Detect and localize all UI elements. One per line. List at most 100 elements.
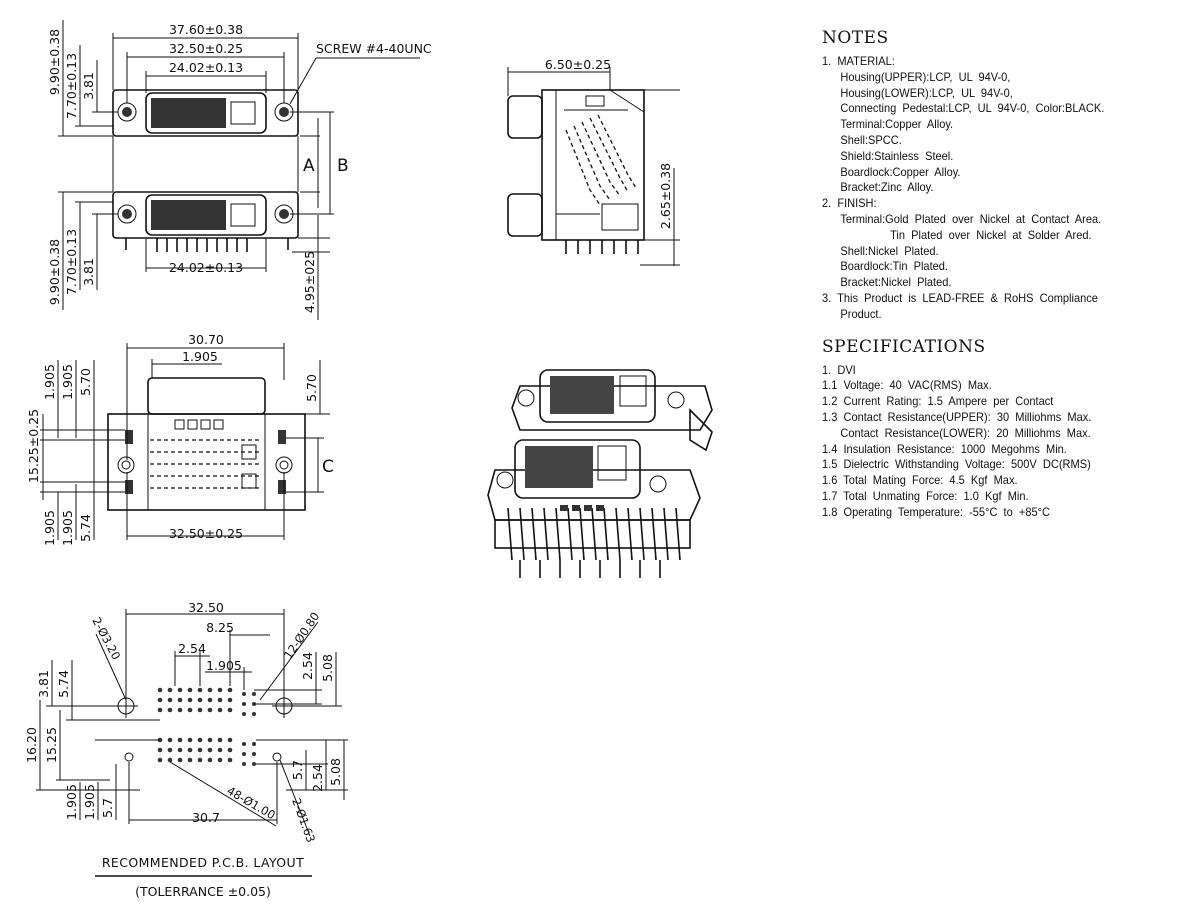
dim-bottom-3-81: 3.81 — [81, 258, 96, 286]
terminal-legs — [125, 238, 289, 252]
notes-line: Boardlock:Copper Alloy. — [840, 164, 961, 179]
dim-front-bottom-2: 1.905 — [60, 510, 75, 546]
dim-pcb-right-5-08-bot: 5.08 — [328, 758, 343, 786]
dim-right-4-95: 4.95±025 — [302, 251, 317, 313]
dim-pcb-right-2-54-top: 2.54 — [300, 652, 315, 680]
front-body — [107, 413, 306, 511]
pcb-tolerance: (TOLERRANCE ±0.05) — [135, 884, 271, 899]
front-right-boardlock — [275, 456, 293, 474]
dim-front-top: 30.70 — [188, 332, 224, 347]
dim-side-height: 2.65±0.38 — [658, 163, 673, 229]
notes-line: Connecting Pedestal:LCP, UL 94V-0, Color… — [840, 101, 1105, 116]
lower-pin-field — [151, 200, 226, 230]
dim-front-right: 5.70 — [304, 374, 319, 402]
dim-front-left-3: 5.70 — [78, 368, 93, 396]
notes-line: Shield:Stainless Steel. — [840, 148, 954, 163]
dim-side-width: 6.50±0.25 — [545, 57, 611, 72]
dim-total-width: 37.60±0.38 — [169, 22, 243, 37]
specs-line: Contact Resistance(LOWER): 20 Milliohms … — [840, 425, 1091, 440]
label-a: A — [303, 156, 315, 176]
upper-d-shell — [145, 92, 267, 134]
dim-front-bottom-width: 32.50±0.25 — [169, 526, 243, 541]
label-c: C — [322, 457, 334, 477]
specs-line: 1.7 Total Unmating Force: 1.0 Kgf Min. — [822, 488, 1029, 503]
lower-plug-profile — [507, 193, 543, 237]
notes-line: Tin Plated over Nickel at Solder Ared. — [890, 227, 1092, 242]
notes-line: Bracket:Zinc Alloy. — [840, 180, 934, 195]
notes-line: Boardlock:Tin Plated. — [840, 259, 948, 274]
dim-pcb-8-25: 8.25 — [206, 620, 234, 635]
specs-line: 1.3 Contact Resistance(UPPER): 30 Millio… — [822, 409, 1092, 424]
specs-line: 1.1 Voltage: 40 VAC(RMS) Max. — [822, 378, 992, 393]
dim-pcb-right-5-08-top: 5.08 — [320, 654, 335, 682]
dim-pcb-right-5-7: 5.7 — [290, 760, 305, 780]
dim-front-bottom-3: 5.74 — [78, 514, 93, 542]
dim-bottom-9-90: 9.90±0.38 — [47, 239, 62, 305]
notes-line: 3. This Product is LEAD-FREE & RoHS Comp… — [822, 290, 1098, 305]
notes-line: Product. — [840, 306, 882, 321]
notes-line: Housing(LOWER):LCP, UL 94V-0, — [840, 85, 1013, 100]
dim-front-height: 15.25±0.25 — [26, 409, 41, 483]
specs-line: 1.8 Operating Temperature: -55°C to +85°… — [822, 504, 1051, 519]
upper-pin-field — [151, 98, 226, 128]
side-view: 6.50±0.25 2.65±0.38 — [507, 57, 680, 266]
lower-d-shell — [145, 194, 267, 236]
top-view: 37.60±0.38 32.50±0.25 24.02±0.13 SCREW #… — [47, 20, 432, 320]
side-body — [541, 89, 645, 241]
callout-2-holes-3-20: 2-Ø3.20 — [89, 615, 123, 662]
dim-pcb-right-2-54-bot: 2.54 — [310, 764, 325, 792]
dim-front-left-2: 1.905 — [60, 364, 75, 400]
dim-pcb-bottom-1-905b: 1.905 — [82, 784, 97, 820]
dim-pcb-2-54: 2.54 — [178, 641, 206, 656]
dim-pcb-16-20: 16.20 — [24, 727, 39, 763]
dim-pcb-30-7: 30.7 — [192, 810, 220, 825]
callout-2-holes-1-63: 2-Ø1.63 — [289, 796, 318, 844]
notes-line: Shell:SPCC. — [840, 132, 902, 147]
dim-front-left-1: 1.905 — [42, 364, 57, 400]
dim-pcb-1-905: 1.905 — [206, 658, 242, 673]
lower-cross-key — [230, 203, 256, 227]
upper-plug-profile — [507, 95, 543, 139]
notes-line: 2. FINISH: — [822, 196, 877, 211]
upper-cross-key — [230, 101, 256, 125]
pcb-caption: RECOMMENDED P.C.B. LAYOUT — [102, 855, 304, 870]
front-view: 30.70 1.905 1.905 1.905 5.70 15.25±0.25 … — [26, 332, 334, 546]
pcb-layout: 32.50 8.25 2.54 1.905 2-Ø3.20 12-Ø0.80 3… — [24, 600, 348, 899]
label-b: B — [337, 156, 349, 176]
front-plug — [147, 377, 266, 415]
technical-drawing: 37.60±0.38 32.50±0.25 24.02±0.13 SCREW #… — [24, 20, 713, 899]
notes-line: Bracket:Nickel Plated. — [840, 275, 952, 290]
specs-line: 1. DVI — [822, 362, 856, 377]
dim-front-bottom-1: 1.905 — [42, 510, 57, 546]
pcb-pad-grid-lower — [157, 737, 256, 766]
screw-callout: SCREW #4-40UNC — [316, 41, 432, 56]
upper-flange — [112, 89, 299, 137]
side-terminal-legs — [565, 240, 639, 254]
dim-pcb-bottom-1-905a: 1.905 — [64, 784, 79, 820]
specs-line: 1.4 Insulation Resistance: 1000 Megohms … — [822, 441, 1067, 456]
dim-pcb-total: 32.50 — [188, 600, 224, 615]
pcb-pad-grid-upper — [157, 687, 256, 716]
specs-line: 1.5 Dielectric Withstanding Voltage: 500… — [822, 457, 1091, 472]
dim-front-pitch: 1.905 — [182, 349, 218, 364]
lower-flange — [112, 191, 299, 239]
dim-pcb-15-25: 15.25 — [44, 727, 59, 763]
dim-left-7-70: 7.70±0.13 — [64, 53, 79, 119]
notes-title: NOTES — [822, 28, 889, 48]
isometric-view — [487, 369, 713, 578]
specs-line: 1.6 Total Mating Force: 4.5 Kgf Max. — [822, 473, 1018, 488]
dim-left-3-81: 3.81 — [81, 72, 96, 100]
notes-line: Housing(UPPER):LCP, UL 94V-0, — [840, 69, 1011, 84]
notes-panel: NOTES 1. MATERIAL: Housing(UPPER):LCP, U… — [822, 28, 1172, 521]
front-left-boardlock — [117, 456, 135, 474]
dim-pcb-bottom-5-7: 5.7 — [100, 798, 115, 818]
pcb-hole-mid-left — [124, 752, 134, 762]
notes-line: Terminal:Gold Plated over Nickel at Cont… — [840, 211, 1102, 226]
specs-title: SPECIFICATIONS — [822, 336, 986, 357]
specs-line: 1.2 Current Rating: 1.5 Ampere per Conta… — [822, 394, 1054, 409]
dim-bottom-shell: 24.02±0.13 — [169, 260, 243, 275]
dim-left-9-90: 9.90±0.38 — [47, 29, 62, 95]
pcb-hole-mid-right — [272, 752, 282, 762]
dim-bottom-7-70: 7.70±0.13 — [64, 229, 79, 295]
dim-shell-width: 24.02±0.13 — [169, 60, 243, 75]
